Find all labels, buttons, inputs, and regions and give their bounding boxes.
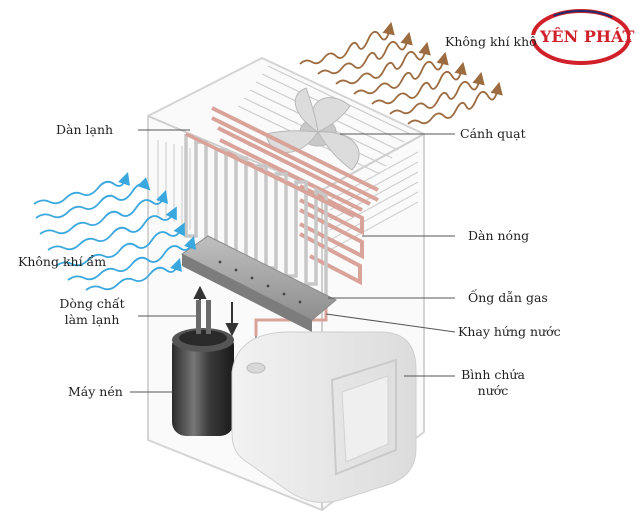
leader-lines xyxy=(130,129,456,393)
label-fan: Cánh quạt xyxy=(460,126,526,141)
yen-phat-logo xyxy=(530,9,632,65)
fan xyxy=(265,87,360,171)
label-dry-air: Không khí khô xyxy=(445,34,537,49)
label-humid-air: Không khí ẩm xyxy=(18,254,107,269)
label-refrigerant-line1: Dòng chất xyxy=(59,296,125,311)
water-tank xyxy=(231,331,417,503)
condenser-coil xyxy=(211,106,379,286)
label-refrigerant-line2: làm lạnh xyxy=(64,312,120,327)
dry-air-streams xyxy=(299,21,503,125)
evaporator-coil xyxy=(184,132,331,298)
label-drip-tray: Khay hứng nước xyxy=(458,324,561,339)
label-water-tank-line1: Bình chứa xyxy=(461,367,525,382)
humid-air-streams xyxy=(33,172,196,291)
label-refrigerant-flow: Dòng chất làm lạnh xyxy=(46,296,138,328)
label-water-tank-line2: nước xyxy=(477,383,509,398)
compressor xyxy=(172,300,234,436)
label-compressor: Máy nén xyxy=(68,384,123,399)
label-gas-pipe: Ống dẫn gas xyxy=(468,290,548,305)
label-evaporator: Dàn lạnh xyxy=(56,122,114,137)
logo-text: YÊN PHÁT xyxy=(540,27,635,46)
label-water-tank: Bình chứa nước xyxy=(456,367,530,399)
label-condenser: Dàn nóng xyxy=(468,228,530,243)
